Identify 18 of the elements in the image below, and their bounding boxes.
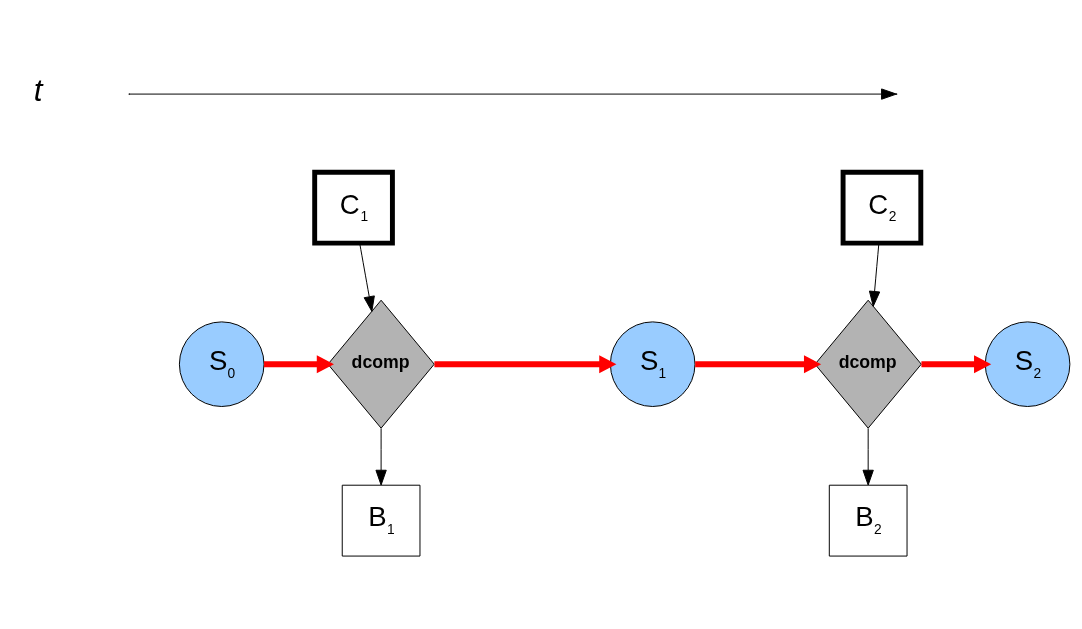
- arrow: [921, 355, 992, 374]
- arrow: [862, 427, 874, 486]
- node-box: B$_{2}$: [828, 484, 908, 557]
- node-diamond: dcomp: [814, 299, 922, 429]
- node-circle: S$_{0}$: [178, 321, 265, 407]
- label: t: [33, 73, 43, 109]
- arrow: [359, 242, 375, 312]
- node-box: B$_{1}$: [341, 484, 421, 557]
- arrow: [375, 427, 387, 486]
- arrow: [434, 355, 617, 374]
- node-box: C$_{1}$: [312, 169, 395, 246]
- arrow: [695, 355, 822, 374]
- node-circle: S$_{2}$: [984, 321, 1071, 407]
- arrow: [264, 355, 334, 374]
- node-box: C$_{2}$: [840, 169, 924, 246]
- node-circle: S$_{1}$: [609, 321, 696, 407]
- arrow: [868, 242, 881, 307]
- node-diamond: dcomp: [327, 299, 435, 429]
